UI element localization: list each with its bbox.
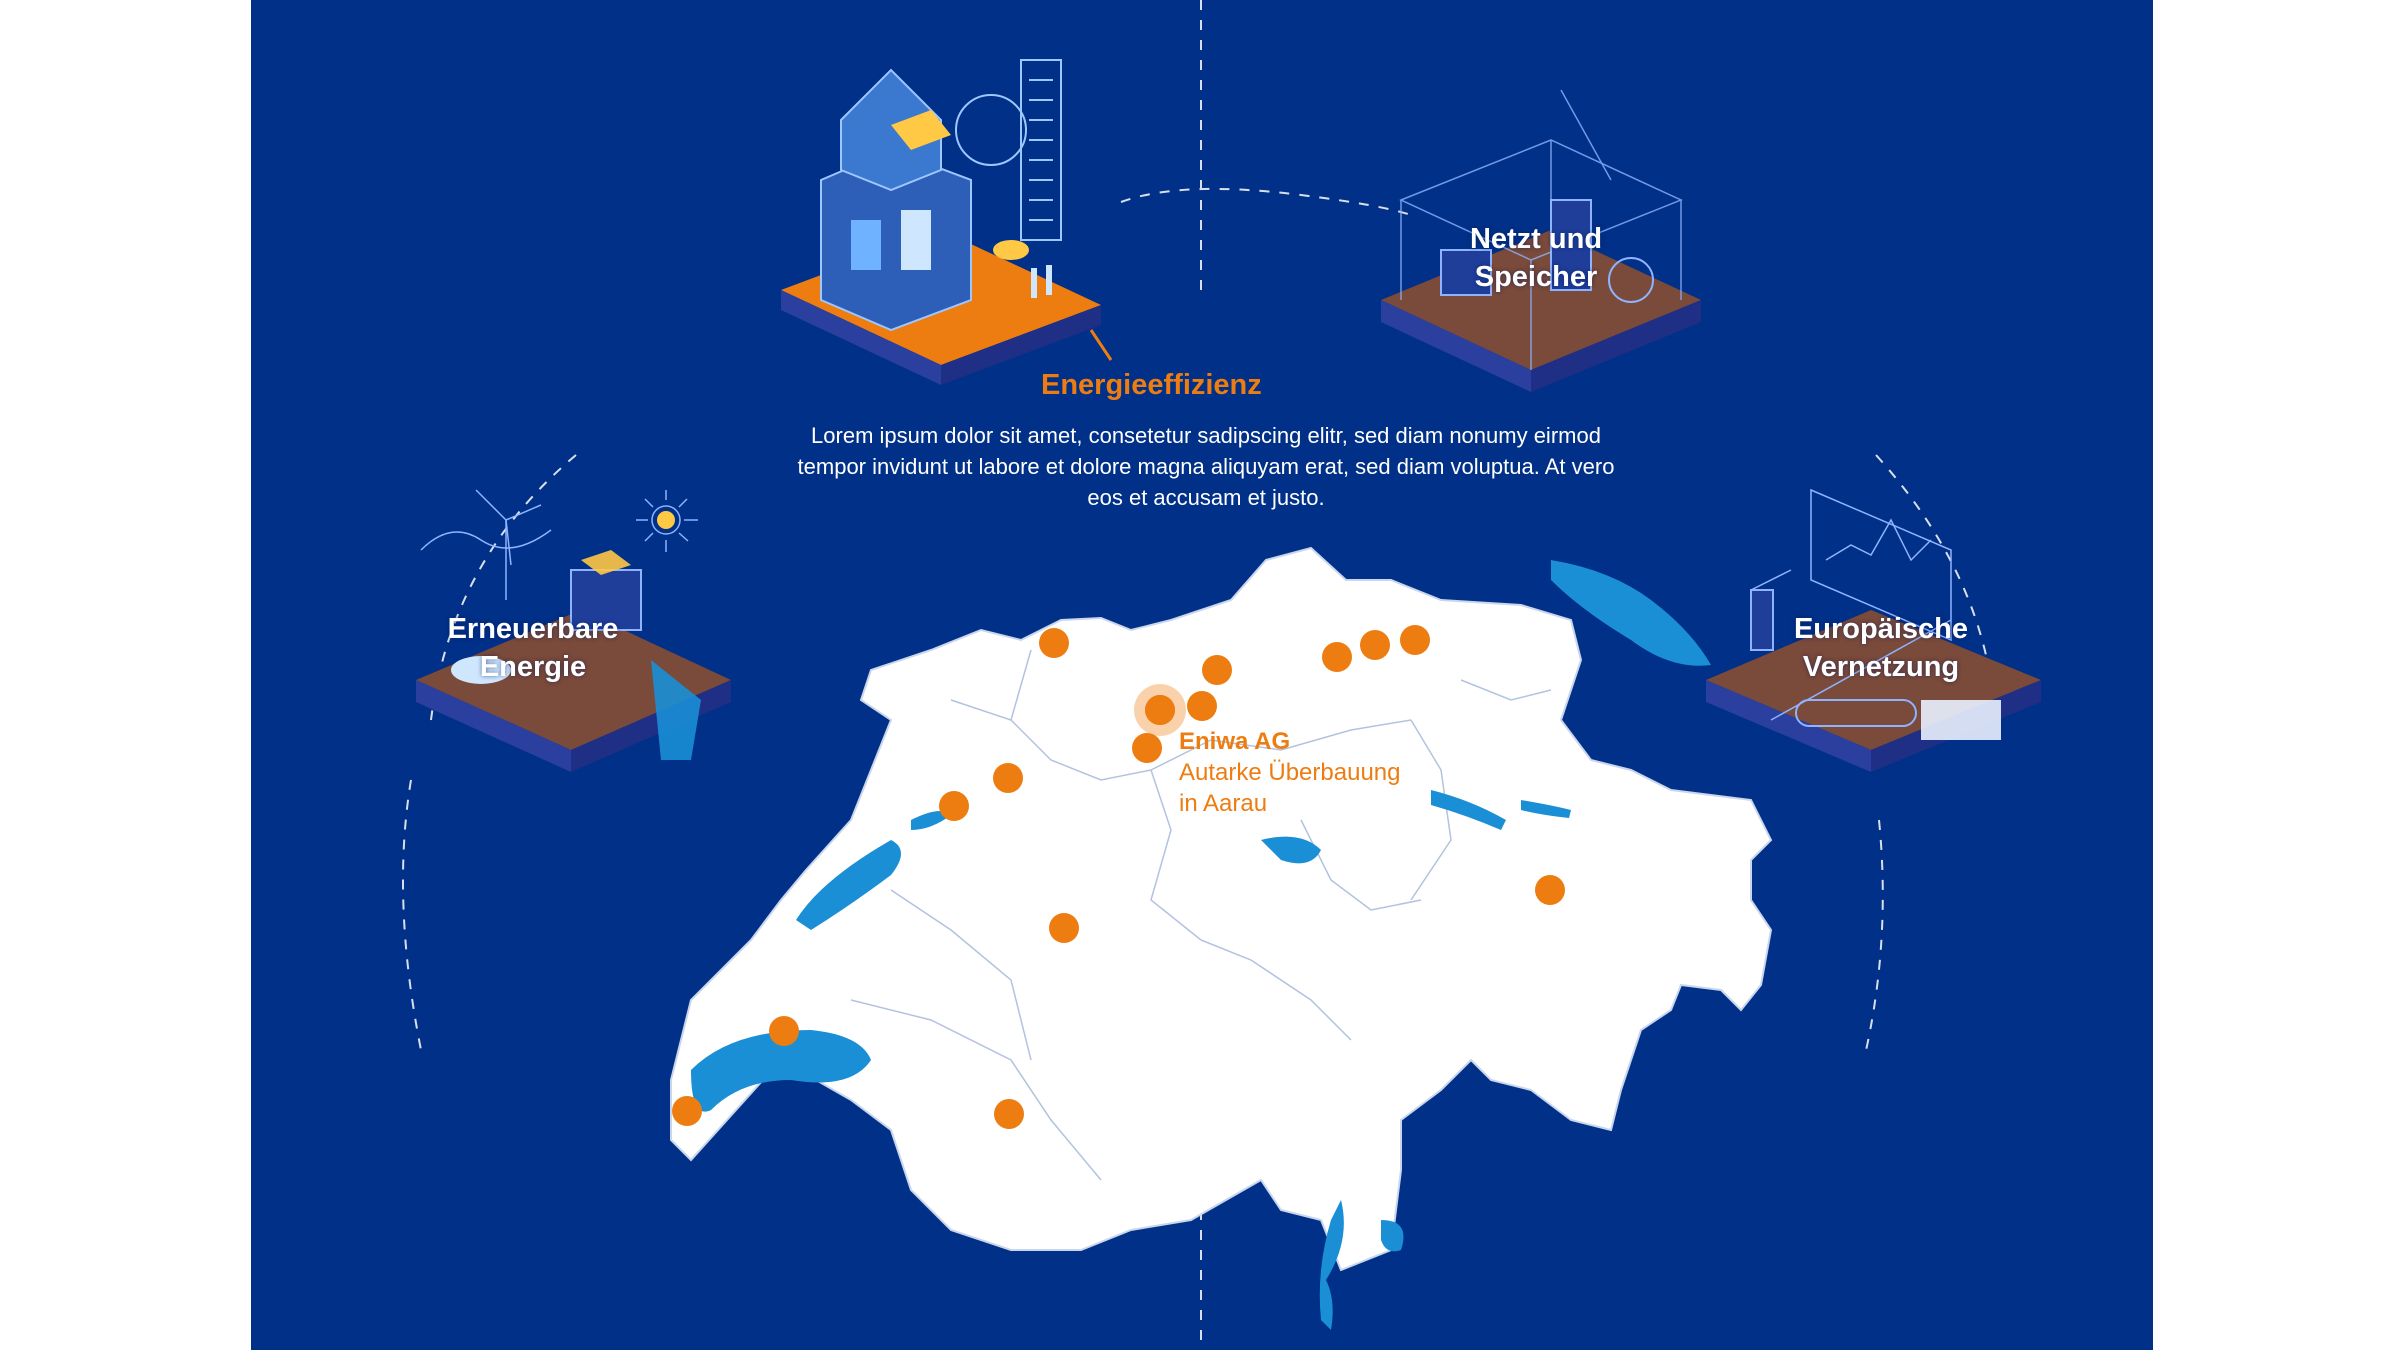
category-label-netzt[interactable]: Netzt und Speicher bbox=[1469, 223, 1603, 293]
lake-lucerne bbox=[1261, 836, 1321, 864]
category-label-europa[interactable]: Europäische Vernetzung bbox=[1793, 613, 1969, 683]
infographic-panel: Erneuerbare Energie Netzt und Speicher E… bbox=[251, 0, 2153, 1350]
house-efficiency-icon bbox=[781, 59, 1113, 385]
location-marker bbox=[1202, 655, 1232, 685]
lake-geneva bbox=[691, 1030, 871, 1112]
lake-constance bbox=[1551, 560, 1711, 666]
lake-zurich bbox=[1431, 790, 1506, 830]
infographic-scene bbox=[402, 0, 2041, 1350]
switzerland-map bbox=[670, 546, 1773, 1330]
grid-storage-icon bbox=[1381, 89, 1701, 392]
lakes bbox=[691, 560, 1711, 1330]
active-category-description: Lorem ipsum dolor sit amet, consetetur s… bbox=[797, 423, 1615, 510]
location-marker bbox=[1187, 691, 1217, 721]
location-description: Autarke Überbauung in Aarau bbox=[1179, 759, 1401, 817]
location-marker bbox=[1322, 642, 1352, 672]
location-marker bbox=[1360, 630, 1390, 660]
location-marker bbox=[1400, 625, 1430, 655]
category-label-erneuerbare[interactable]: Erneuerbare Energie bbox=[447, 613, 619, 683]
location-marker bbox=[1535, 875, 1565, 905]
aarau-marker bbox=[1145, 695, 1175, 725]
lake-lugano bbox=[1381, 1220, 1404, 1252]
location-marker bbox=[993, 763, 1023, 793]
location-marker bbox=[1039, 628, 1069, 658]
location-marker bbox=[939, 791, 969, 821]
renewable-energy-icon bbox=[416, 489, 731, 772]
lake-neuchatel bbox=[796, 840, 901, 930]
european-network-icon bbox=[1706, 488, 2041, 772]
active-category-title[interactable]: Energieeffizienz bbox=[1041, 369, 1262, 401]
location-name: Eniwa AG bbox=[1179, 728, 1291, 755]
lake-biel bbox=[911, 811, 951, 830]
location-label[interactable]: Eniwa AG Autarke Überbauung in Aarau bbox=[1179, 726, 1439, 819]
location-marker bbox=[672, 1096, 702, 1126]
location-marker bbox=[1132, 733, 1162, 763]
location-marker bbox=[769, 1016, 799, 1046]
location-marker bbox=[994, 1099, 1024, 1129]
lake-maggiore bbox=[1319, 1200, 1344, 1330]
switzerland-outline bbox=[670, 546, 1773, 1272]
location-marker bbox=[1049, 913, 1079, 943]
location-markers bbox=[672, 625, 1565, 1129]
lake-walen bbox=[1521, 800, 1571, 818]
